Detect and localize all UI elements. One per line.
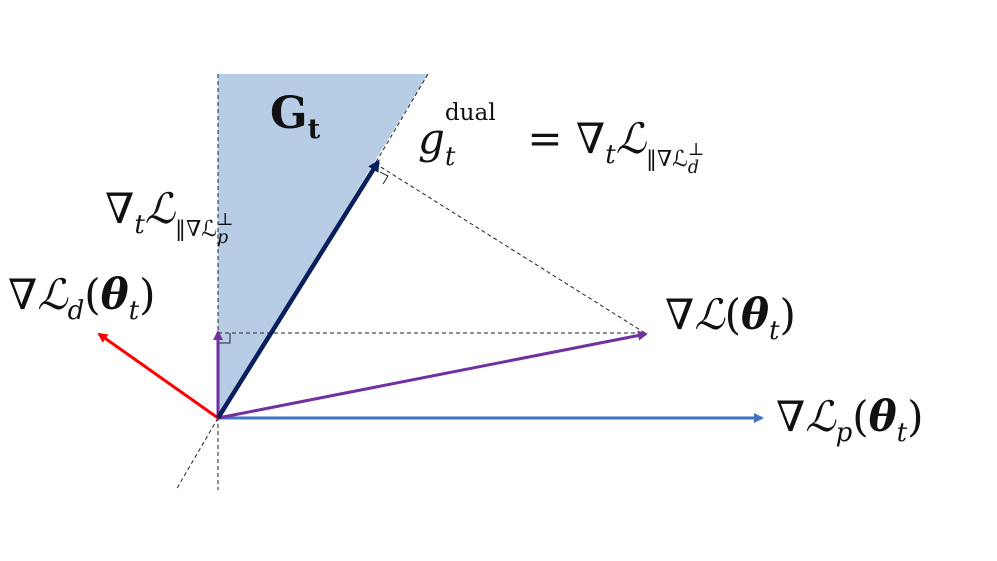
grad-d-nabla: ∇ xyxy=(8,270,38,319)
grad-d-open: ( xyxy=(84,270,101,319)
g-dual-rhs-sub2-text: ‖∇ℒ xyxy=(645,147,688,173)
grad-total-cal: ℒ xyxy=(694,290,725,339)
right-angle-marker-dual xyxy=(379,171,389,185)
grad-p-open: ( xyxy=(852,392,869,441)
proj-p-sub2-text: ‖∇ℒ xyxy=(175,217,217,243)
grad-p-nabla: ∇ xyxy=(776,392,806,441)
grad-p-cal: ℒ xyxy=(805,392,836,441)
label-grad-p: ∇ℒp(θt) xyxy=(776,396,924,446)
grad-d-cal: ℒ xyxy=(37,270,68,319)
dual-gradient-arrow xyxy=(216,159,380,420)
grad-d-close: ) xyxy=(139,270,156,319)
cone-edge-dashed-extension xyxy=(175,417,219,491)
right-angle-marker-perp xyxy=(218,333,231,344)
grad-total-theta-sub: t xyxy=(768,315,780,346)
grad-total-nabla: ∇ xyxy=(665,290,695,339)
g-dual-rhs-sub2: ‖∇ℒ⊥d xyxy=(645,140,705,179)
grad-p-sub: p xyxy=(835,417,853,448)
label-grad-d: ∇ℒd(θt) xyxy=(8,274,156,324)
grad-total-arrow xyxy=(217,330,648,420)
region-label-main: G xyxy=(270,88,308,139)
g-dual-sub: t xyxy=(444,141,456,172)
grad-d-sub: d xyxy=(67,295,85,326)
g-dual-rhs-sub: t xyxy=(605,139,616,170)
grad-p-theta: θ xyxy=(868,392,897,441)
g-dual-rhs-sub3: d xyxy=(687,158,700,179)
grad-total-close: ) xyxy=(779,290,796,339)
grad-d-theta: θ xyxy=(100,270,129,319)
region-label-sub: t xyxy=(307,113,321,146)
grad-d-theta-sub: t xyxy=(128,295,140,326)
g-dual-rhs-cal: ℒ xyxy=(615,114,646,163)
diagonal-dashed-projection xyxy=(375,163,646,334)
proj-p-nabla: ∇ xyxy=(105,184,135,233)
g-dual-base: g xyxy=(418,114,445,163)
proj-p-sub3: p xyxy=(216,228,229,249)
proj-p-cal: ℒ xyxy=(144,184,176,233)
label-proj-p: ∇tℒ‖∇ℒ⊥p xyxy=(105,188,233,247)
g-dual-rhs: = ∇ xyxy=(527,114,606,163)
grad-p-theta-sub: t xyxy=(896,417,908,448)
proj-p-sub2: ‖∇ℒ⊥p xyxy=(175,210,234,249)
cone-edge-dashed xyxy=(375,73,429,163)
grad-total-theta: θ xyxy=(740,290,769,339)
label-grad-total: ∇ℒ(θt) xyxy=(665,294,796,344)
proj-p-sub: t xyxy=(134,209,145,240)
grad-d-arrow xyxy=(97,332,219,420)
region-label-gt: Gt xyxy=(270,92,320,143)
grad-total-open: ( xyxy=(724,290,741,339)
grad-p-close: ) xyxy=(907,392,924,441)
